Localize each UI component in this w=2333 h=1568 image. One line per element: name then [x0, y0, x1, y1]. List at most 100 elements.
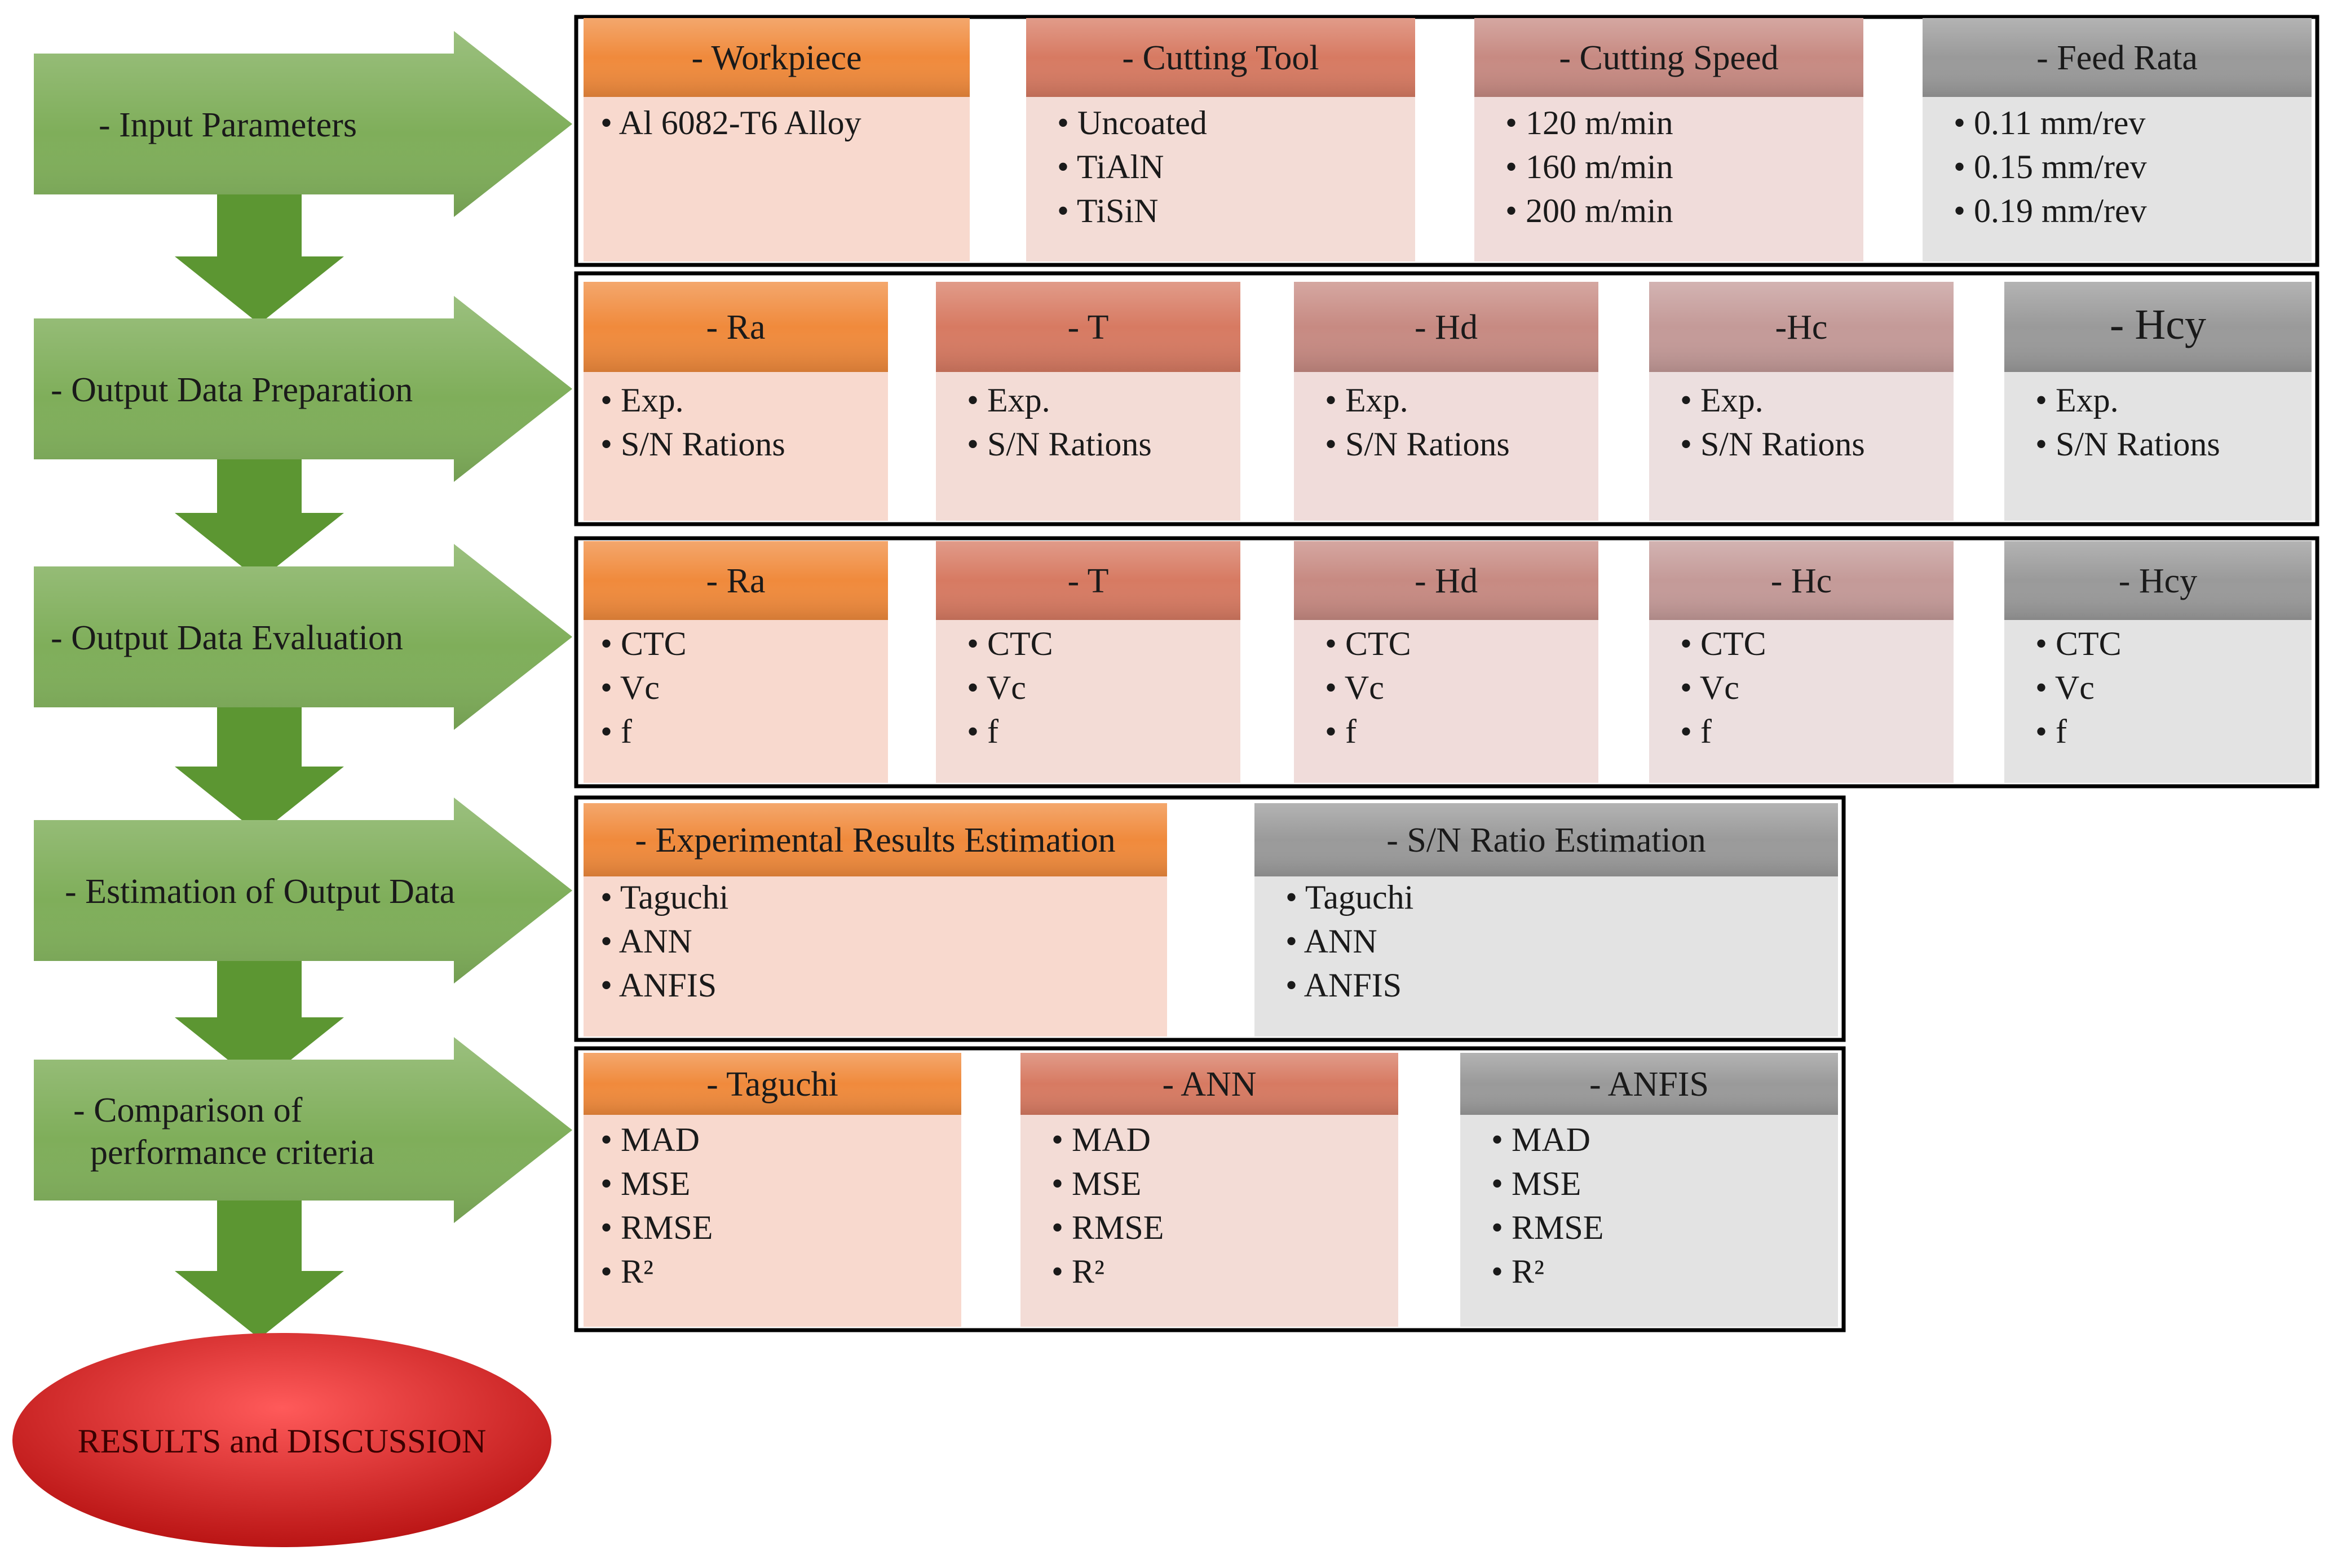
column-header-shade	[1649, 541, 1954, 620]
column-header-shade	[584, 282, 888, 372]
column-body	[584, 372, 888, 521]
column-header-shade	[584, 18, 970, 97]
stage-label-line: performance criteria	[90, 1133, 374, 1172]
column-header-label: - S/N Ratio Estimation	[1386, 821, 1706, 860]
list-item: • Al 6082-T6 Alloy	[600, 104, 861, 141]
column-body	[1294, 372, 1598, 521]
list-item: • R²	[1491, 1253, 1544, 1290]
down-arrow-5	[175, 1189, 344, 1339]
column-header-label: - T	[1068, 308, 1109, 347]
list-item: • 0.11 mm/rev	[1954, 104, 2145, 141]
stage-label-line: - Comparison of	[73, 1091, 303, 1130]
column-header-shade	[1294, 282, 1598, 372]
column-header-label: - ANFIS	[1589, 1065, 1709, 1104]
column-header-label: - Cutting Tool	[1122, 39, 1319, 77]
list-item: • Taguchi	[600, 879, 728, 916]
column-header-shade	[1294, 541, 1598, 620]
list-item: • f	[2035, 713, 2067, 750]
list-item: • MAD	[600, 1121, 700, 1158]
column-header-shade	[1649, 282, 1954, 372]
list-item: • ANFIS	[600, 967, 717, 1004]
list-item: • Vc	[2035, 669, 2095, 706]
list-item: • f	[1680, 713, 1712, 750]
column-header-shade	[584, 1053, 961, 1115]
list-item: • MSE	[600, 1165, 690, 1202]
column-header-shade	[936, 282, 1240, 372]
list-item: • MSE	[1491, 1165, 1581, 1202]
down-arrow-2	[175, 445, 344, 581]
list-item: • MAD	[1491, 1121, 1590, 1158]
stage-arrow-shade-3	[34, 544, 572, 730]
column-header-label: - Feed Rata	[2036, 39, 2198, 77]
column-header-shade	[1474, 18, 1863, 97]
list-item: • Exp.	[1680, 382, 1764, 419]
column-header-label: - Workpiece	[691, 39, 861, 77]
list-item: • 160 m/min	[1505, 148, 1673, 185]
list-item: • f	[967, 713, 998, 750]
column-body	[2004, 372, 2312, 521]
column-header-label: - Hc	[1771, 562, 1832, 600]
column-header-label: - Taguchi	[706, 1065, 838, 1104]
down-arrow-1	[175, 175, 344, 324]
list-item: • R²	[600, 1253, 653, 1290]
list-item: • Exp.	[2035, 382, 2119, 419]
column-body	[584, 876, 1167, 1037]
list-item: • RMSE	[600, 1209, 713, 1246]
list-item: • S/N Rations	[1325, 426, 1510, 463]
list-item: • CTC	[967, 625, 1053, 662]
column-body	[2004, 620, 2312, 783]
list-item: • ANN	[1285, 923, 1377, 960]
list-item: • Exp.	[967, 382, 1050, 419]
list-item: • 120 m/min	[1505, 104, 1673, 141]
column-header-label: - ANN	[1162, 1065, 1256, 1104]
column-header-shade	[1923, 18, 2312, 97]
column-body	[584, 97, 970, 262]
column-body	[1026, 97, 1415, 262]
column-header-shade	[936, 541, 1240, 620]
column-body	[1474, 97, 1863, 262]
column-header-shade	[1026, 18, 1415, 97]
column-header-shade	[1460, 1053, 1838, 1115]
list-item: • Uncoated	[1057, 104, 1207, 141]
stage-arrow-shade-5	[34, 1037, 572, 1223]
column-header-shade	[1254, 803, 1838, 876]
results-ellipse	[12, 1333, 551, 1547]
column-body	[1460, 1115, 1838, 1327]
list-item: • MAD	[1051, 1121, 1151, 1158]
column-header-label: - T	[1068, 562, 1109, 600]
list-item: • Exp.	[1325, 382, 1408, 419]
list-item: • f	[1325, 713, 1357, 750]
column-body	[1649, 372, 1954, 521]
list-item: • Exp.	[600, 382, 684, 419]
stage-label: - Input Parameters	[99, 106, 357, 144]
stage-arrow-shade-2	[34, 296, 572, 482]
list-item: • CTC	[2035, 625, 2122, 662]
down-arrow-3	[175, 688, 344, 834]
column-header-label: - Hd	[1415, 308, 1478, 347]
column-body	[1294, 620, 1598, 783]
column-body	[1649, 620, 1954, 783]
list-item: • TiAlN	[1057, 148, 1164, 185]
column-body	[1020, 1115, 1398, 1327]
list-item: • CTC	[1680, 625, 1766, 662]
column-body	[584, 620, 888, 783]
list-item: • Vc	[967, 669, 1026, 706]
column-header-shade	[584, 541, 888, 620]
column-header-label: - Hcy	[2110, 301, 2206, 348]
column-header-shade	[2004, 541, 2312, 620]
stage-label: - Output Data Evaluation	[51, 619, 403, 657]
list-item: • S/N Rations	[2035, 426, 2220, 463]
column-header-label: - Experimental Results Estimation	[635, 821, 1115, 860]
list-item: • S/N Rations	[967, 426, 1152, 463]
list-item: • ANFIS	[1285, 967, 1402, 1004]
list-item: • RMSE	[1491, 1209, 1603, 1246]
column-header-shade	[1020, 1053, 1398, 1115]
column-header-label: - Cutting Speed	[1559, 39, 1778, 77]
column-body	[936, 620, 1240, 783]
list-item: • Vc	[600, 669, 660, 706]
list-item: • 200 m/min	[1505, 192, 1673, 229]
list-item: • ANN	[600, 923, 692, 960]
list-item: • R²	[1051, 1253, 1104, 1290]
column-header-label: -Hc	[1775, 308, 1828, 347]
